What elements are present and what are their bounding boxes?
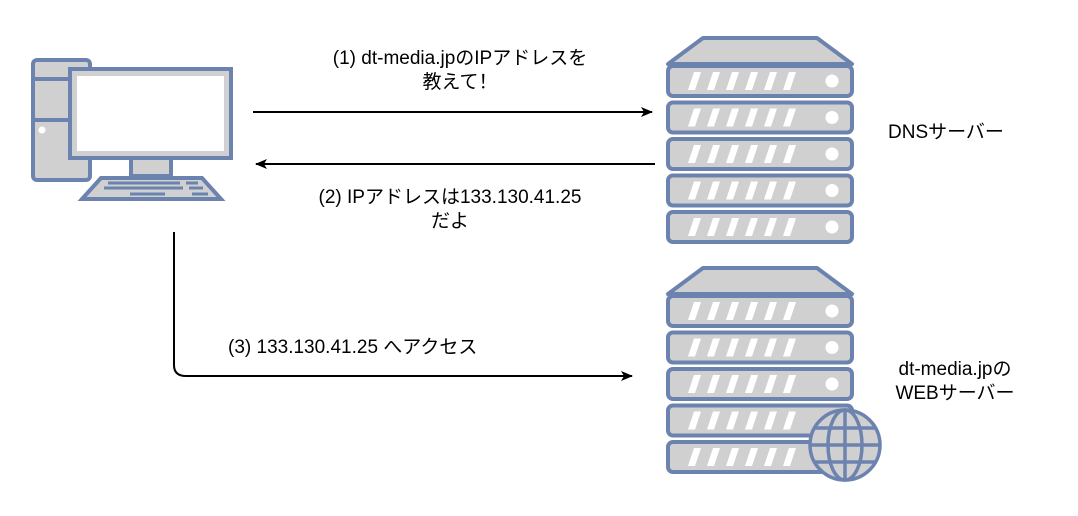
server-vent	[726, 108, 739, 127]
server-led	[825, 304, 839, 318]
server-vent	[745, 375, 758, 393]
server-vent	[764, 411, 777, 430]
server-vent	[726, 411, 739, 430]
server-vent	[764, 448, 777, 466]
server-vent	[688, 218, 701, 236]
server-vent	[764, 302, 777, 320]
server-led	[825, 147, 839, 161]
pc-screen	[77, 76, 224, 151]
edge-label-step3: (3) 133.130.41.25 へアクセス	[228, 336, 477, 360]
server-vent	[745, 338, 758, 357]
edge-label-step2: (2) IPアドレスは133.130.41.25 だよ	[250, 186, 650, 234]
server-vent	[726, 145, 739, 163]
server-led	[825, 377, 839, 391]
server-vent	[726, 302, 739, 320]
server-vent	[764, 72, 777, 90]
server-vent	[707, 72, 720, 90]
edge-label-line: だよ	[430, 211, 469, 232]
server-led	[825, 184, 839, 197]
server-vent	[688, 338, 701, 357]
pc-power-led	[38, 126, 46, 134]
server-vent	[764, 145, 777, 163]
server-vent	[783, 338, 796, 357]
server-vent	[783, 218, 796, 236]
web-server-label-line: dt-media.jpの	[898, 359, 1012, 380]
server-led	[825, 111, 839, 124]
server-vent	[688, 108, 701, 127]
server-vent	[745, 181, 758, 200]
server-vent	[745, 448, 758, 466]
server-vent	[764, 218, 777, 236]
server-vent	[764, 181, 777, 200]
server-vent	[783, 375, 796, 393]
server-vent	[707, 375, 720, 393]
server-vent	[707, 448, 720, 466]
server-led	[825, 220, 839, 234]
server-vent	[745, 411, 758, 430]
server-vent	[726, 181, 739, 200]
server-vent	[707, 181, 720, 200]
server-vent	[764, 338, 777, 357]
server-vent	[688, 448, 701, 466]
server-vent	[783, 411, 796, 430]
server-vent	[783, 302, 796, 320]
server-vent	[707, 338, 720, 357]
server-vent	[726, 218, 739, 236]
arrow-step3	[173, 232, 633, 381]
dns-server-label: DNSサーバー	[888, 122, 1004, 143]
web-server-label: dt-media.jpの WEBサーバー	[880, 358, 1030, 406]
server-vent	[707, 218, 720, 236]
edge-label-line: 教えて！	[422, 72, 498, 93]
server-vent	[745, 145, 758, 163]
server-vent	[726, 338, 739, 357]
server-top	[666, 36, 854, 66]
server-vent	[726, 448, 739, 466]
server-vent	[745, 108, 758, 127]
server-vent	[745, 218, 758, 236]
server-vent	[764, 108, 777, 127]
server-vent	[688, 411, 701, 430]
server-vent	[745, 72, 758, 90]
server-led	[825, 341, 839, 354]
edge-label-line: (1) dt-media.jpのIPアドレスを	[332, 48, 588, 69]
desktop-computer-icon	[31, 58, 233, 201]
server-vent	[783, 145, 796, 163]
edge-label-line: (3) 133.130.41.25 へアクセス	[228, 337, 478, 358]
server-vent	[726, 375, 739, 393]
pc-monitor-stand	[129, 156, 173, 178]
server-vent	[745, 302, 758, 320]
server-vent	[707, 411, 720, 430]
server-vent	[764, 375, 777, 393]
server-vent	[726, 72, 739, 90]
edge-label-line: (2) IPアドレスは133.130.41.25	[318, 187, 582, 208]
server-rack-icon	[666, 36, 854, 244]
web-server-label-line: WEBサーバー	[895, 383, 1015, 404]
web-server-icon	[666, 266, 854, 474]
server-vent	[707, 108, 720, 127]
server-vent	[688, 72, 701, 90]
server-vent	[707, 145, 720, 163]
server-led	[825, 74, 839, 88]
server-vent	[688, 181, 701, 200]
server-vent	[783, 72, 796, 90]
server-top	[666, 266, 854, 296]
server-vent	[688, 302, 701, 320]
server-vent	[707, 302, 720, 320]
globe-icon	[808, 408, 882, 482]
server-vent	[783, 448, 796, 466]
edge-label-step1: (1) dt-media.jpのIPアドレスを 教えて！	[260, 47, 660, 95]
server-vent	[783, 108, 796, 127]
server-vent	[688, 375, 701, 393]
server-vent	[688, 145, 701, 163]
server-vent	[783, 181, 796, 200]
